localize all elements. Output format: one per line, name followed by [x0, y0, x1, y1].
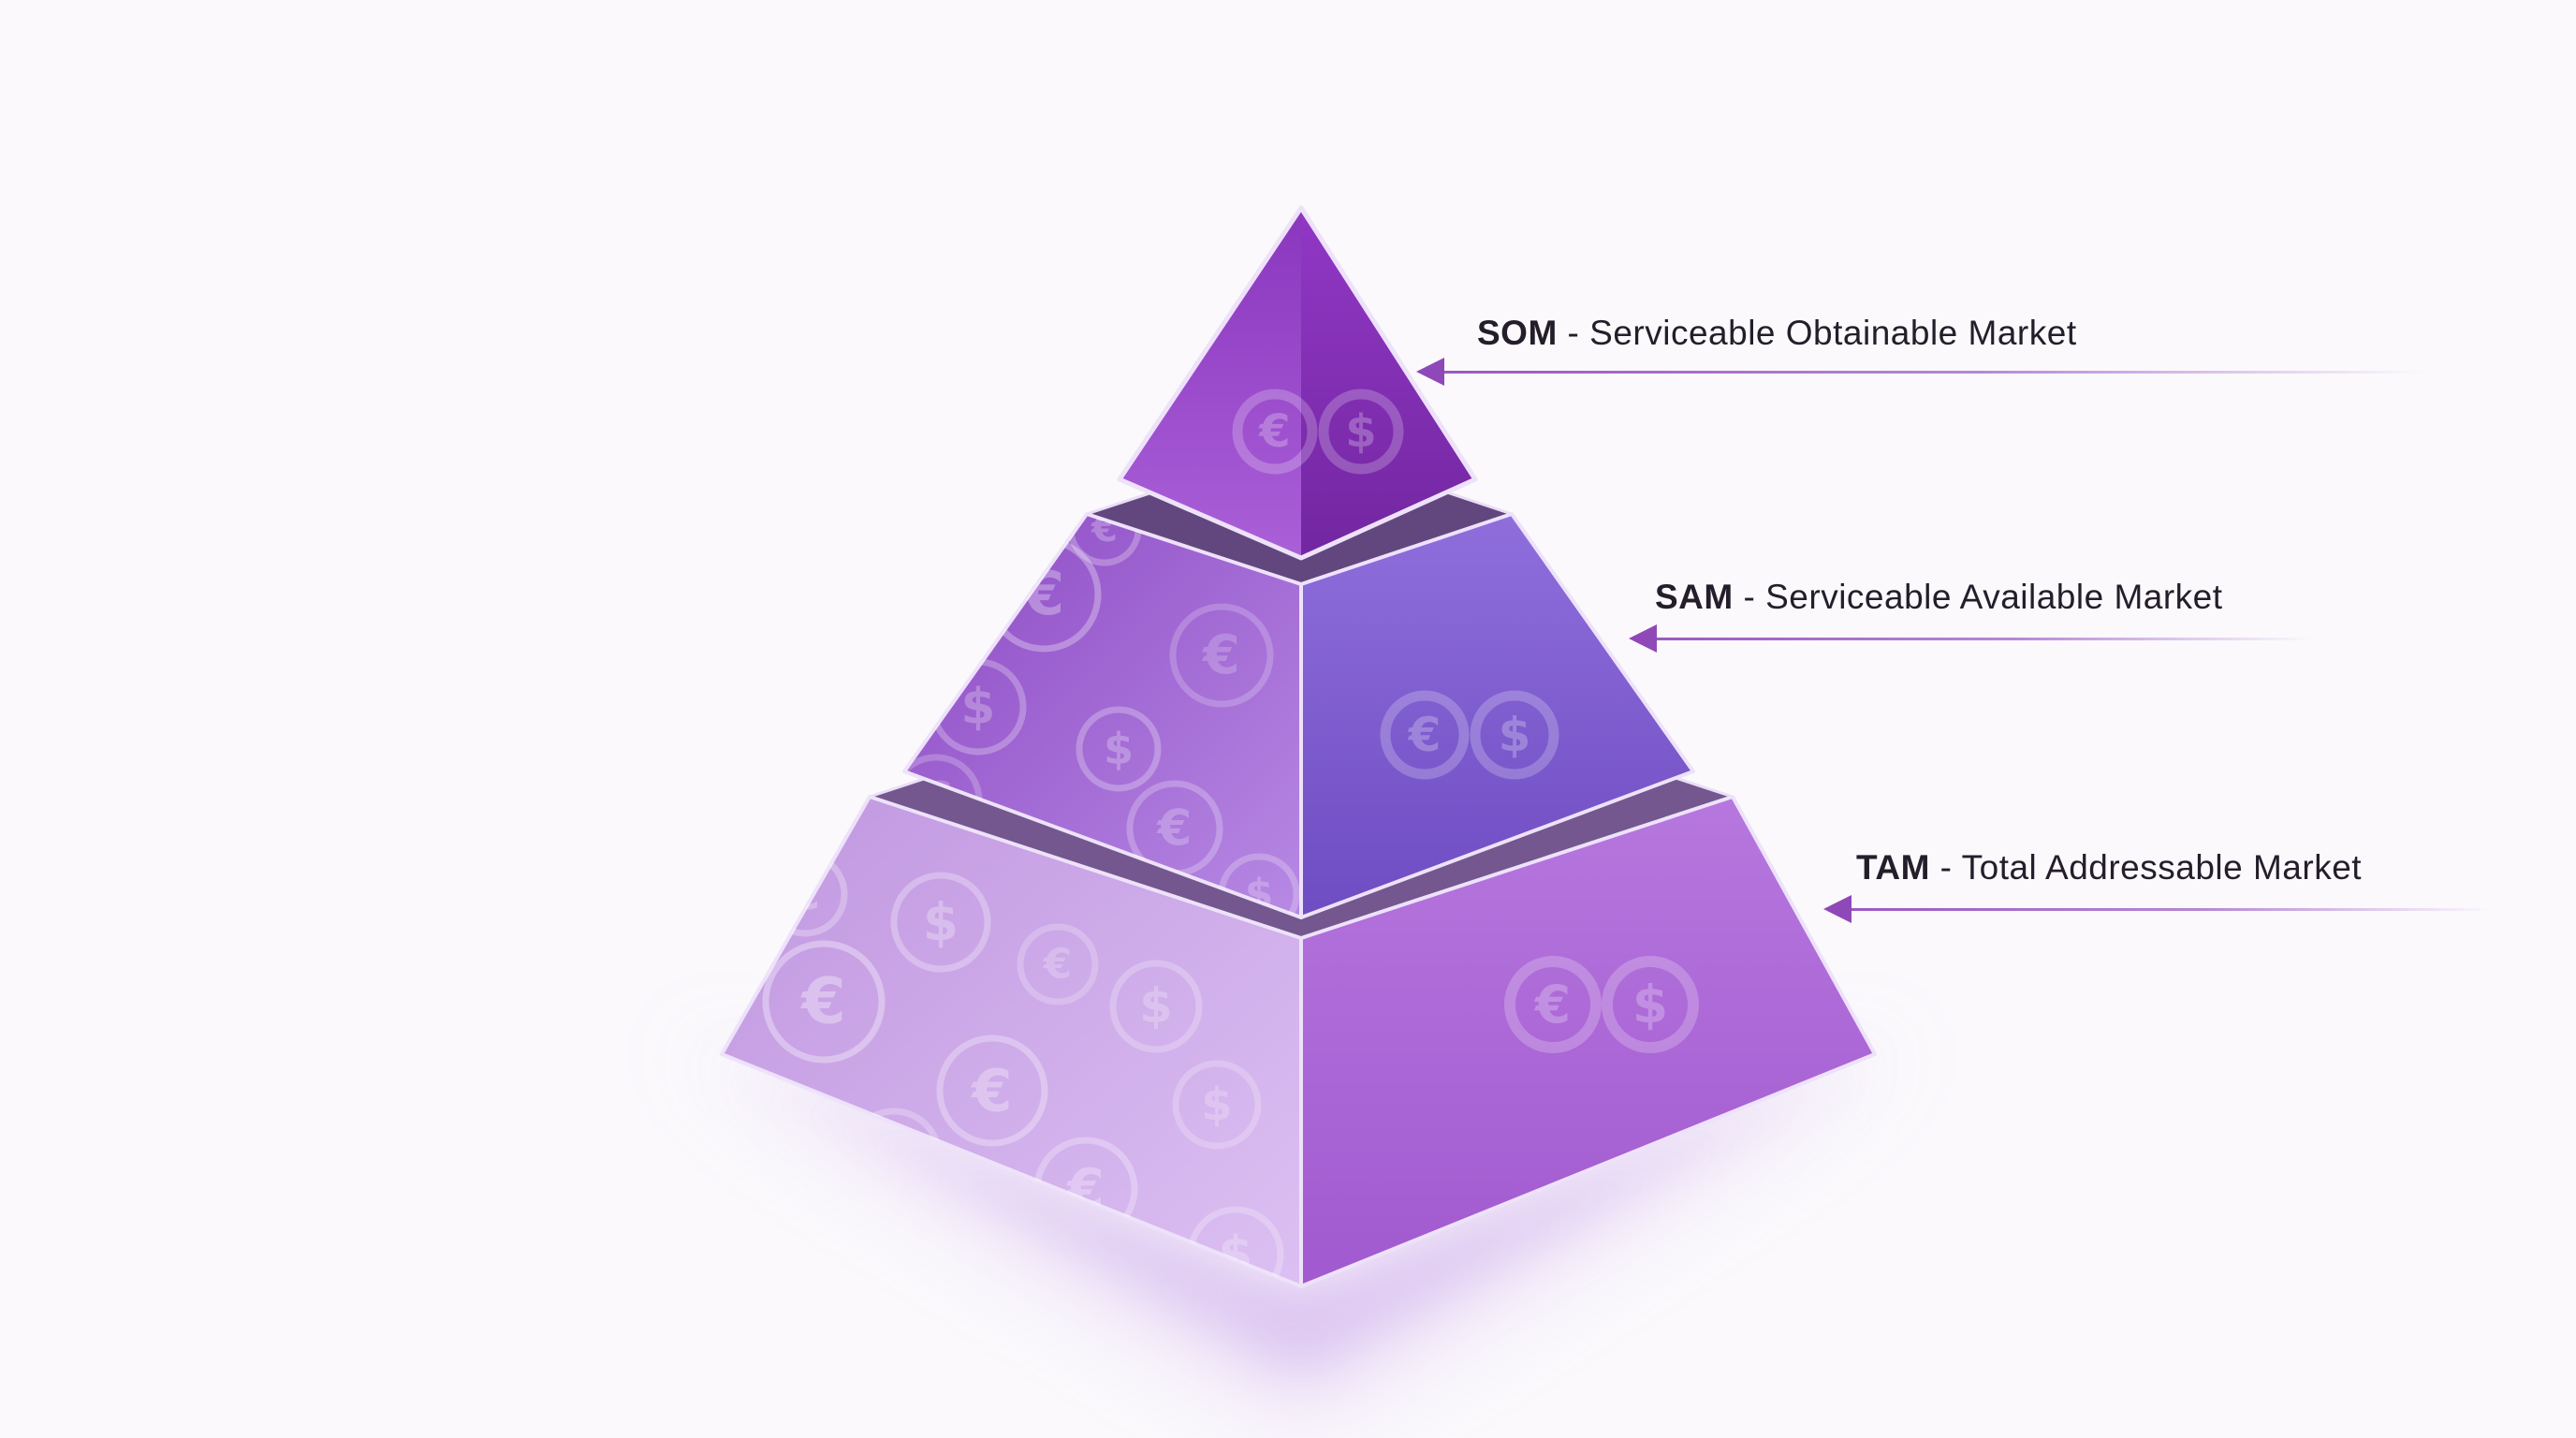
coin-icon: € — [936, 1034, 1048, 1147]
tam-arrowhead-icon — [1823, 895, 1852, 923]
som-label-rest: - Serviceable Obtainable Market — [1557, 314, 2077, 352]
svg-text:$: $ — [923, 892, 959, 952]
tam-acronym: TAM — [1856, 848, 1930, 887]
svg-text:€: € — [789, 869, 820, 919]
dollar-symbol: $ — [1499, 708, 1531, 762]
som-leader-line — [1444, 371, 2424, 374]
sam-leader-line — [1657, 638, 2310, 640]
coin-icon: € — [1169, 603, 1274, 708]
svg-text:€: € — [1201, 624, 1240, 686]
som-right-face — [1301, 208, 1475, 558]
som-left-face — [1120, 208, 1301, 558]
dollar-symbol: $ — [1345, 405, 1376, 458]
coin-icon: $ — [1172, 1060, 1262, 1150]
euro-dollar-coins-icon: € $ — [1232, 389, 1404, 475]
svg-text:€: € — [1043, 941, 1073, 989]
tam-label: TAM - Total Addressable Market — [1856, 846, 2362, 889]
coin-icon: € — [762, 940, 886, 1064]
euro-dollar-coins-icon: € $ — [1380, 690, 1559, 780]
tam-leader-line — [1852, 908, 2490, 911]
svg-text:$: $ — [1139, 979, 1173, 1034]
sam-label: SAM - Serviceable Available Market — [1655, 576, 2223, 619]
som-tier: € $ — [1117, 205, 1478, 561]
tam-label-rest: - Total Addressable Market — [1929, 848, 2363, 887]
som-outline — [1117, 205, 1478, 561]
sam-acronym: SAM — [1655, 578, 1734, 616]
ground-shadow — [722, 1054, 1875, 1376]
coin-icon: $ — [890, 872, 991, 973]
svg-text:$: $ — [961, 679, 996, 736]
som-acronym: SOM — [1477, 314, 1558, 352]
svg-text:€: € — [1156, 800, 1193, 858]
som-label: SOM - Serviceable Obtainable Market — [1477, 312, 2077, 355]
svg-text:€: € — [970, 1057, 1012, 1125]
svg-text:$: $ — [1104, 724, 1134, 774]
euro-symbol: € — [1258, 405, 1290, 458]
som-arrowhead-icon — [1416, 358, 1444, 386]
svg-text:$: $ — [1201, 1078, 1232, 1131]
coin-icon: $ — [1109, 960, 1203, 1053]
svg-text:€: € — [799, 965, 845, 1039]
coin-icon: € — [1017, 923, 1099, 1005]
coin-icon: $ — [1076, 706, 1162, 792]
sam-right-face — [1299, 512, 1695, 919]
euro-symbol: € — [1408, 708, 1442, 762]
sam-arrowhead-icon — [1629, 624, 1657, 653]
dollar-symbol: $ — [1632, 975, 1668, 1034]
sam-label-rest: - Serviceable Available Market — [1733, 578, 2223, 616]
euro-symbol: € — [1533, 975, 1571, 1034]
euro-dollar-coins-icon: € $ — [1504, 956, 1699, 1053]
tam-right-face — [1299, 795, 1877, 1288]
